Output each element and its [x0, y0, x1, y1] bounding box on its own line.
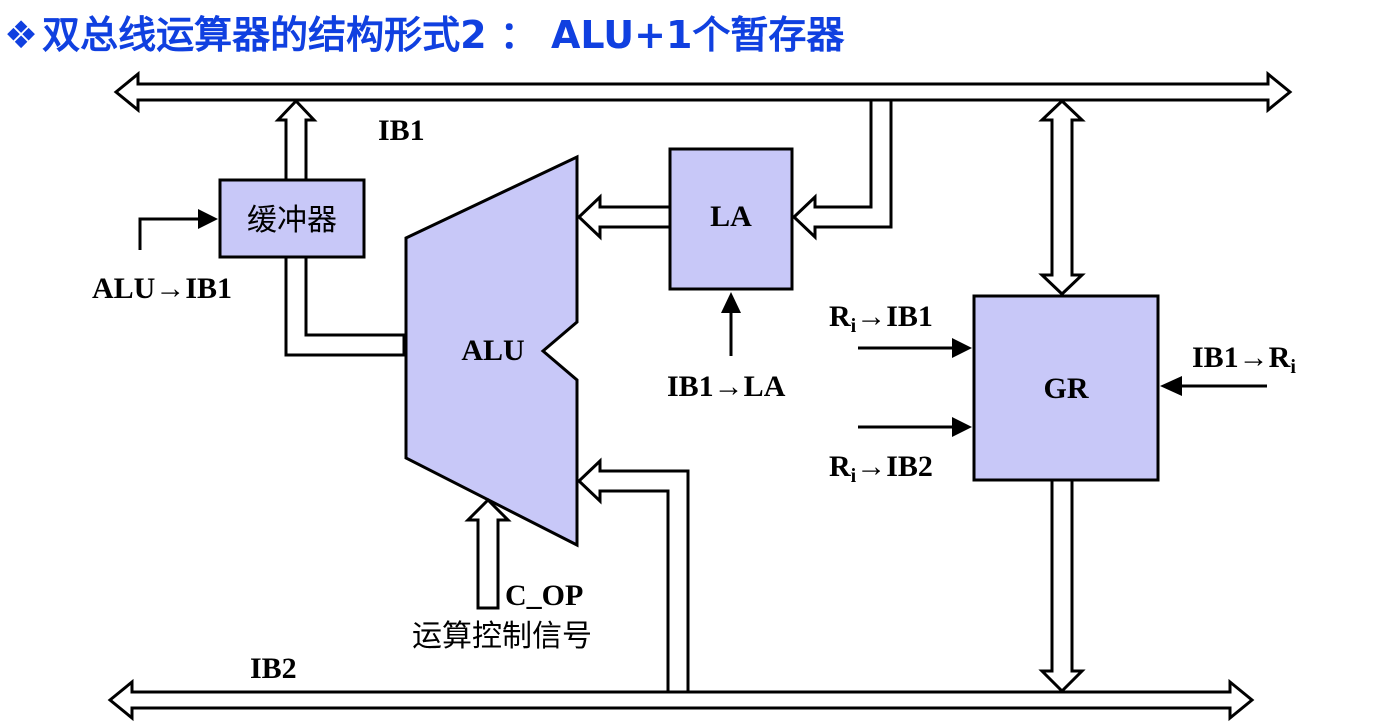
buffer-label: 缓冲器 [247, 203, 337, 238]
ri-to-ib2-label: Ri→IB2 [829, 450, 933, 487]
c-op-path [464, 497, 512, 610]
c-op-description: 运算控制信号 [412, 619, 592, 654]
ib1-to-la-label: IB1→LA [667, 370, 786, 403]
c-op-label: C_OP [505, 579, 583, 612]
alu-to-ib1-control-line [138, 217, 198, 250]
alu-to-ib1-label: ALU→IB1 [92, 272, 232, 305]
gr-ib1-bidirectional-path [1038, 98, 1086, 297]
ib1-to-la-path [791, 98, 893, 241]
buffer-block [218, 178, 366, 259]
ri-to-ib1-label: Ri→IB1 [829, 300, 933, 337]
alu-label: ALU [461, 334, 524, 367]
la-block [668, 147, 794, 291]
title-text: 双总线运算器的结构形式2 ： ALU+1个暂存器 [42, 13, 845, 57]
alu-to-ib1-arrowhead [198, 209, 218, 229]
gr-block [972, 294, 1160, 482]
ib2-bus [107, 678, 1255, 722]
la-label: LA [710, 200, 752, 233]
ib1-to-la-arrowhead [721, 292, 741, 313]
ib1-bus [113, 70, 1293, 114]
buffer-to-ib1-path [274, 98, 318, 182]
ib1-to-ri-label: IB1→Ri [1192, 341, 1296, 378]
ib2-label: IB2 [250, 652, 297, 685]
ib2-to-alu-path [576, 457, 690, 694]
alu-block [404, 154, 579, 548]
diamond-bullet-icon: ❖ [4, 13, 39, 57]
la-to-alu-path [576, 193, 672, 241]
ri-to-ib2-arrowhead [952, 417, 972, 437]
ib1-to-ri-arrowhead [1160, 376, 1182, 396]
ib1-label: IB1 [378, 114, 425, 147]
gr-label: GR [1044, 372, 1089, 405]
ri-to-ib1-arrowhead [952, 338, 972, 358]
slide-title: ❖双总线运算器的结构形式2 ： ALU+1个暂存器 [4, 2, 844, 68]
alu-to-buffer-path [284, 255, 406, 357]
gr-to-ib2-path [1038, 478, 1086, 694]
